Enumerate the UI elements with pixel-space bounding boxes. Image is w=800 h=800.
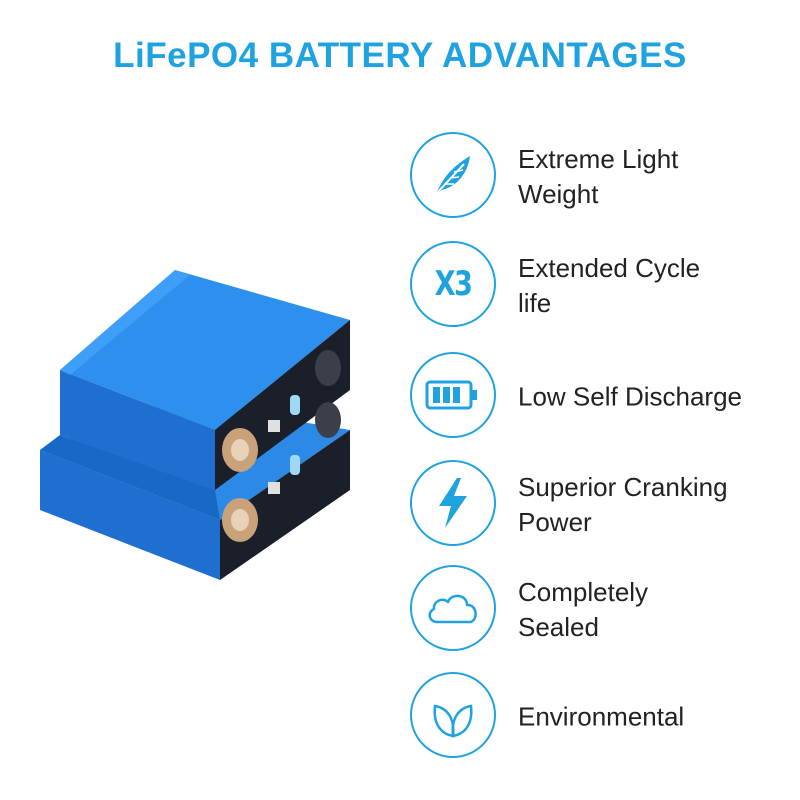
feature-label: Superior Cranking Power (518, 470, 788, 540)
feature-item-sealed: Completely Sealed (410, 565, 790, 655)
feature-label: Low Self Discharge (518, 380, 788, 415)
feature-label-line2: Sealed (518, 612, 599, 642)
feature-label-line1: Low Self Discharge (518, 381, 742, 412)
x3-icon: X3 (434, 264, 473, 304)
lightning-icon (439, 478, 467, 528)
feature-icon-circle (410, 565, 496, 651)
feature-item-cycle-life: X3 Extended Cycle life (410, 241, 790, 331)
feature-icon-circle (410, 460, 496, 546)
feature-label: Environmental (518, 700, 788, 735)
feature-icon-circle (410, 132, 496, 218)
feature-label-line1: Environmental (518, 701, 685, 732)
feature-item-self-discharge: Low Self Discharge (410, 352, 790, 442)
page-title: LiFePO4 BATTERY ADVANTAGES (113, 36, 687, 75)
feature-label-line1: Completely (518, 577, 649, 607)
feature-item-environmental: Environmental (410, 672, 790, 762)
feature-icon-circle (410, 672, 496, 758)
feature-item-cranking-power: Superior Cranking Power (410, 460, 790, 550)
feature-label: Completely Sealed (518, 575, 788, 645)
cloud-icon (428, 594, 477, 624)
leaves-icon (433, 704, 473, 738)
feature-label-line1: Extreme Light (518, 144, 679, 174)
feature-label: Extended Cycle life (518, 251, 788, 321)
feature-label-line1: Extended Cycle (518, 253, 701, 283)
feature-label-line2: Weight (518, 179, 599, 209)
feature-icon-circle: X3 (410, 241, 496, 327)
feature-label-line1: Superior Cranking (518, 472, 728, 502)
feature-label: Extreme Light Weight (518, 142, 788, 212)
feather-icon (435, 156, 470, 195)
feature-label-line2: Power (518, 507, 592, 537)
battery-cells-image (40, 270, 350, 580)
feature-item-light-weight: Extreme Light Weight (410, 132, 790, 222)
feature-icon-circle (410, 352, 496, 438)
feature-label-line2: life (518, 288, 552, 318)
battery-icon (425, 380, 477, 410)
